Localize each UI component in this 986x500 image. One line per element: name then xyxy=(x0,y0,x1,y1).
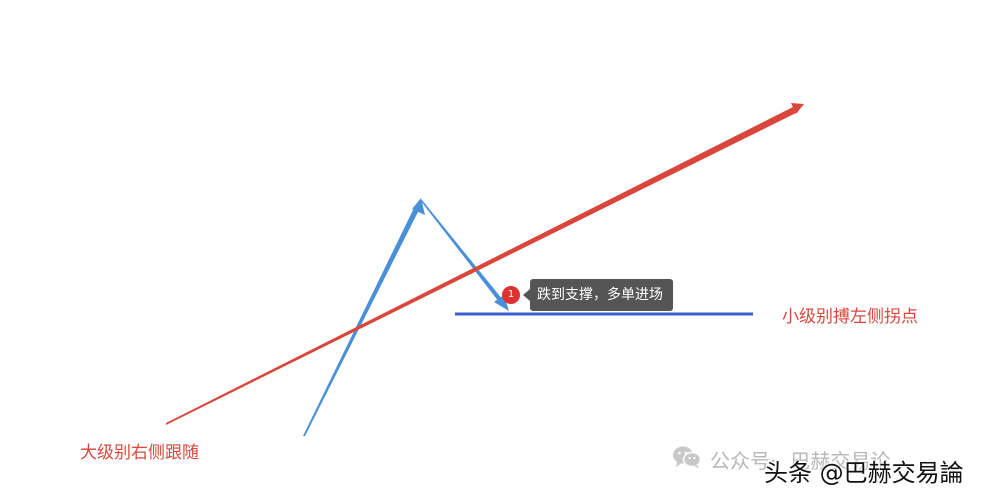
swing-down-leg xyxy=(420,200,503,302)
credit-text: 头条 @巴赫交易論 xyxy=(764,459,964,487)
small-level-label: 小级别搏左侧拐点 xyxy=(782,307,918,327)
trend-arrowhead xyxy=(791,103,804,114)
note-number-badge: 1 xyxy=(502,286,520,304)
watermark-name: 巴赫交易论 xyxy=(790,449,891,473)
trend-arrow-shaft xyxy=(166,107,796,425)
annotation-note[interactable]: 1 跌到支撑，多单进场 xyxy=(502,279,673,311)
watermark-prefix: 公众号· xyxy=(710,449,777,473)
watermark: 公众号· 巴赫交易论 xyxy=(672,445,890,474)
note-text: 跌到支撑，多单进场 xyxy=(530,279,673,311)
note-pointer xyxy=(523,289,530,301)
wechat-icon xyxy=(672,445,702,474)
big-level-label: 大级别右侧跟随 xyxy=(80,443,199,463)
swing-up-leg xyxy=(303,208,419,436)
